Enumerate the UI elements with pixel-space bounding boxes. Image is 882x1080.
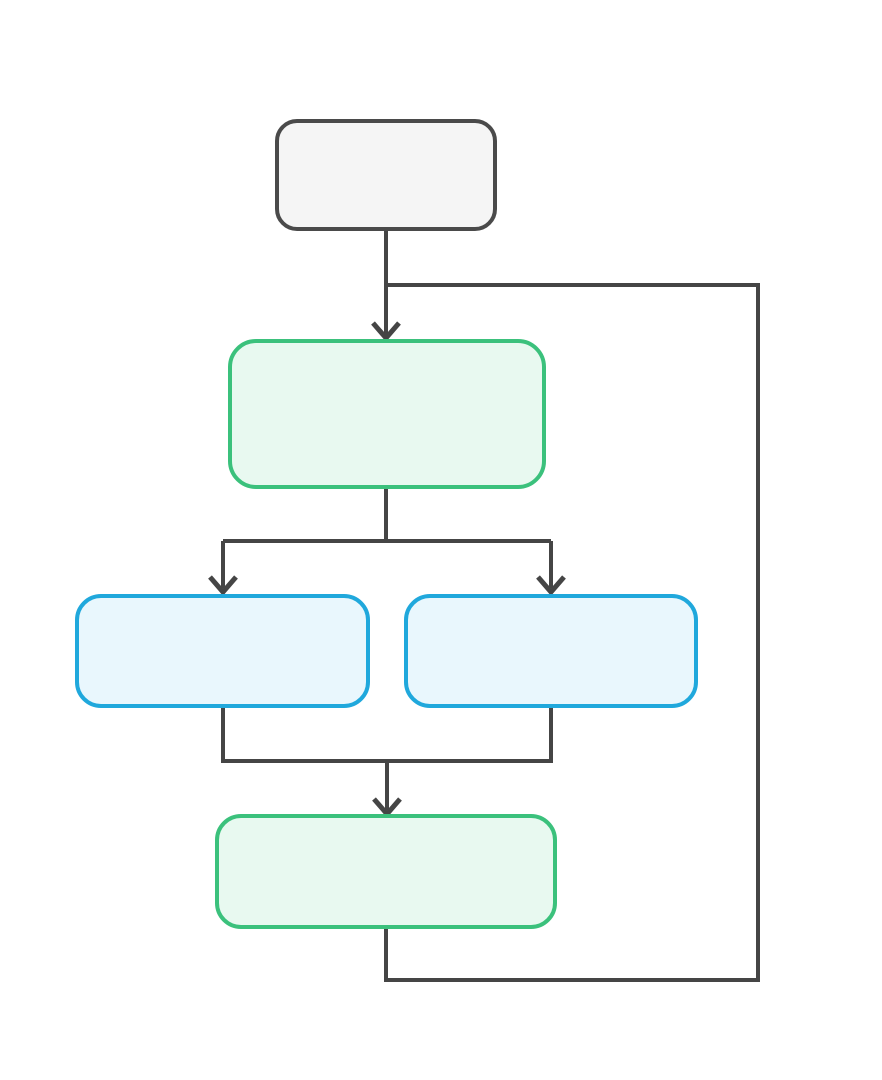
branch-node-right: [404, 594, 698, 708]
arrowhead-into-process-1: [371, 321, 401, 342]
process-node-1: [228, 339, 546, 489]
arrowhead-into-branch-left: [208, 575, 238, 596]
edge-process-1-to-branches: [221, 487, 553, 588]
edge-process-2-loop-back: [384, 283, 760, 982]
start-node: [275, 119, 497, 231]
edge-branches-to-process-2: [221, 707, 553, 810]
arrowhead-into-branch-right: [536, 575, 566, 596]
process-node-2: [215, 814, 557, 929]
edge-layer: [208, 229, 760, 982]
node-layer: [75, 119, 698, 929]
branch-node-left: [75, 594, 370, 708]
